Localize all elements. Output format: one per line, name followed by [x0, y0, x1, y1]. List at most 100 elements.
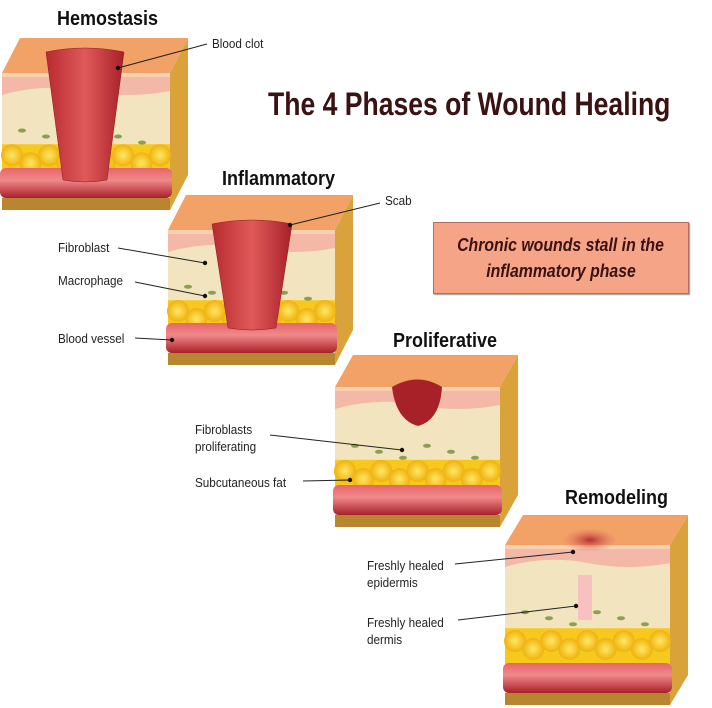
blood-vessel: [333, 485, 502, 515]
callout-line-1: Chronic wounds stall in the: [457, 235, 665, 255]
callout-box: Chronic wounds stall in the inflammatory…: [433, 222, 689, 294]
fibroblast-cell: [423, 443, 431, 448]
fibroblast-cell: [447, 449, 455, 454]
phase-title-remodeling: Remodeling: [565, 487, 669, 509]
fat-cell: [504, 630, 526, 652]
leader-blood-clot-dot: [115, 65, 121, 71]
leader-macrophage: [134, 281, 206, 297]
block-side: [500, 355, 518, 527]
fibroblast-cell: [545, 616, 553, 621]
fat-cell: [167, 300, 189, 322]
proliferative-scab: [392, 379, 442, 426]
page-title: The 4 Phases of Wound Healing: [268, 86, 671, 122]
block-side: [170, 38, 188, 210]
fat-cell: [406, 460, 429, 482]
base-layer: [335, 515, 500, 527]
block-side: [670, 515, 688, 705]
callout-line-2: inflammatory phase: [486, 261, 636, 281]
fat-cell: [424, 468, 447, 490]
leader-blood-vessel-dot: [169, 337, 175, 343]
phase-title-proliferative: Proliferative: [393, 330, 498, 352]
fat-cell: [522, 638, 545, 660]
leader-blood-clot: [117, 43, 208, 69]
leader-epidermis-dot: [570, 549, 576, 555]
fat-cell: [594, 638, 617, 660]
leader-macrophage-dot: [202, 293, 208, 299]
label-blood-vessel: Blood vessel: [58, 331, 125, 346]
fat-cell: [558, 638, 581, 660]
skin-block-2: [333, 355, 518, 527]
healed-dermis-mark: [578, 575, 592, 620]
leader-fibroblasts: [269, 434, 403, 451]
phase-title-hemostasis: Hemostasis: [57, 8, 159, 30]
fibroblast-cell: [184, 284, 192, 289]
fat-cell: [1, 144, 23, 167]
base-layer: [2, 198, 170, 210]
leader-epidermis: [454, 551, 574, 565]
leader-dermis: [457, 605, 577, 621]
fibroblast-cell: [304, 296, 312, 301]
label-dermis: dermis: [367, 632, 403, 647]
fat-cell: [479, 460, 501, 482]
fat-cell: [314, 300, 336, 322]
block-top: [335, 355, 518, 387]
epidermis-layer: [505, 545, 670, 567]
fibroblast-cell: [617, 616, 625, 621]
leader-fibroblasts-dot: [399, 447, 405, 453]
blood-clot: [45, 47, 125, 183]
fat-cell: [576, 630, 599, 652]
leader-fibroblast: [117, 247, 206, 264]
fibroblast-cell: [471, 455, 479, 460]
fat-cell: [630, 638, 653, 660]
fat-cell: [649, 630, 671, 652]
blood-vessel: [166, 323, 337, 353]
label-freshly-healed-2: Freshly healed: [367, 615, 444, 630]
leader-fibroblast-dot: [202, 260, 208, 266]
blood-vessel: [503, 663, 672, 693]
fibroblast-cell: [42, 134, 50, 139]
label-subcutaneous-fat: Subcutaneous fat: [195, 475, 287, 490]
label-macrophage: Macrophage: [58, 273, 124, 288]
leader-scab: [289, 202, 381, 226]
fat-cell: [203, 300, 226, 322]
fibroblast-cell: [399, 455, 407, 460]
leader-blood-vessel: [134, 337, 173, 341]
label-blood-clot: Blood clot: [212, 36, 264, 51]
leader-subcutaneous-fat: [302, 479, 351, 482]
base-layer: [168, 353, 335, 365]
blood-vessel: [0, 168, 172, 198]
label-scab: Scab: [385, 193, 412, 208]
label-fibroblasts: Fibroblasts: [195, 422, 253, 437]
label-fibroblast: Fibroblast: [58, 240, 110, 255]
fat-cell: [460, 468, 483, 490]
block-side: [335, 195, 353, 365]
fat-cell: [38, 144, 60, 167]
healed-spot: [562, 528, 618, 552]
fat-cell: [388, 468, 411, 490]
leader-subcutaneous-fat-dot: [347, 477, 353, 483]
fat-cell: [442, 460, 465, 482]
fat-cell: [277, 300, 300, 322]
fibroblast-cell: [641, 622, 649, 627]
label-proliferating: proliferating: [195, 439, 257, 454]
fibroblast-cell: [208, 290, 216, 295]
phase-title-inflammatory: Inflammatory: [222, 168, 336, 190]
label-epidermis: epidermis: [367, 575, 418, 590]
fibroblast-cell: [138, 140, 146, 145]
fat-cell: [370, 460, 393, 482]
fat-cell: [112, 144, 134, 167]
fibroblast-cell: [569, 622, 577, 627]
fibroblast-cell: [593, 610, 601, 615]
label-freshly-healed-1: Freshly healed: [367, 558, 444, 573]
fat-cell: [334, 460, 356, 482]
fat-cell: [352, 468, 375, 490]
base-layer: [505, 693, 670, 705]
fibroblast-cell: [18, 128, 26, 133]
fibroblast-cell: [114, 134, 122, 139]
fat-cell: [612, 630, 635, 652]
fat-cell: [540, 630, 563, 652]
leader-dermis-dot: [573, 603, 579, 609]
fibroblast-cell: [280, 290, 288, 295]
